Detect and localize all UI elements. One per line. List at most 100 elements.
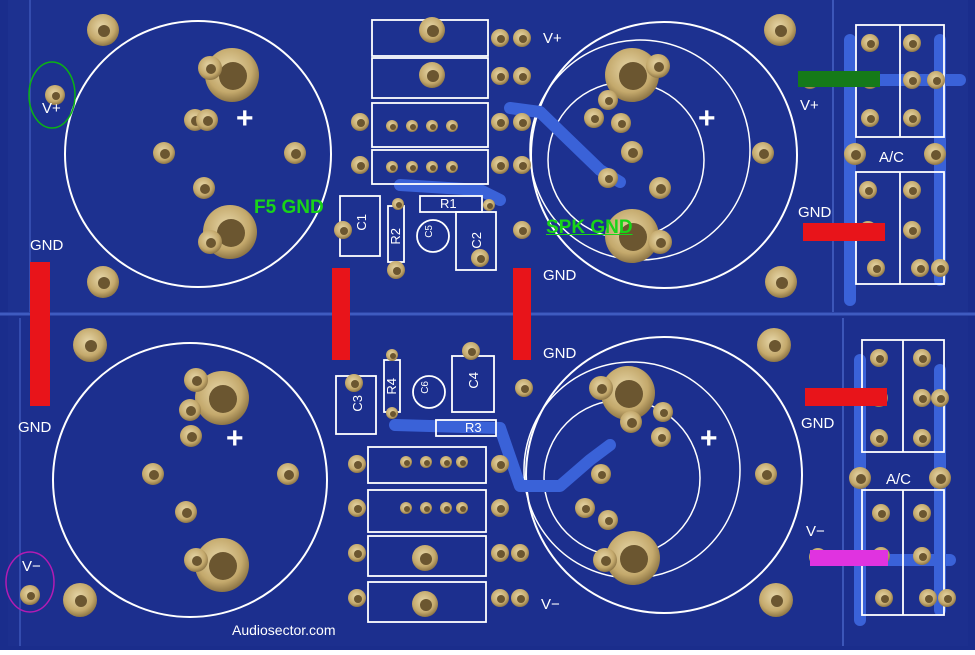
pad-hole [291,149,301,159]
pad-hole [619,223,647,251]
label-vplus-left: V+ [42,100,61,117]
pad-hole [591,115,599,123]
pad-hole [160,149,170,159]
marker-red-right-top [803,223,885,241]
pad-hole [497,35,505,43]
pad-hole [856,474,866,484]
label-gnd-left-bottom: GND [18,419,52,436]
pad-hole [203,116,213,126]
pad-hole [357,162,365,170]
solder-pads [20,14,956,617]
plus-mark-top-right: + [698,102,716,135]
pad-hole [354,595,362,603]
pad-hole [98,25,110,37]
pad-hole [192,376,202,386]
pad-hole [206,64,216,74]
pad-hole [468,348,476,356]
pad-hole [771,595,783,607]
pad-hole [919,435,927,443]
pad-hole [351,380,359,388]
pad-hole [937,265,945,273]
pad-hole [909,40,917,48]
pad-hole [618,120,626,128]
label-r2: R2 [388,228,403,245]
pad-hole [519,119,527,127]
plus-mark-bottom-left: + [226,422,244,455]
label-vplus-top: V+ [543,30,562,47]
pad-hole [497,119,505,127]
pad-hole [424,506,430,512]
pad-hole [497,550,505,558]
pad-hole [427,70,439,82]
pad-hole [444,506,450,512]
pad-hole [450,124,456,130]
pad-hole [450,165,456,171]
pad-hole [410,165,416,171]
pad-hole [209,552,237,580]
label-ac-top: A/C [879,149,905,166]
brand-text: Audiosector.com [232,622,336,638]
pad-hole [444,460,450,466]
pad-hole [186,406,196,416]
pad-hole [873,265,881,273]
cap-outline-bottom-right [525,336,803,614]
pad-hole [206,238,216,248]
pad-hole [357,119,365,127]
pad-hole [867,40,875,48]
pad-hole [497,505,505,513]
pad-hole [769,340,781,352]
pad-hole [390,353,396,359]
pad-hole [52,92,60,100]
rectifier-outlines [855,24,945,616]
pad-hole [605,97,613,105]
pad-hole [519,227,527,235]
pad-hole [582,505,590,513]
pad-hole [876,355,884,363]
pad-hole [354,461,362,469]
markers [30,71,888,566]
label-vplus-right: V+ [800,97,819,114]
annotation-spk-gnd: SPK GND [546,217,633,238]
cap-outline-bottom-left [52,342,328,618]
pad-hole [487,203,493,209]
pad-hole [192,556,202,566]
pad-hole [936,474,946,484]
pad-hole [497,461,505,469]
marker-red-spk-gnd [513,268,531,360]
pad-hole [420,553,432,565]
pad-hole [182,508,192,518]
pad-hole [200,184,210,194]
cap-outline-top-left [64,20,332,288]
vminus-highlight-oval [5,551,55,613]
pad-hole [909,187,917,195]
pad-hole [919,510,927,518]
pad-hole [284,470,294,480]
pad-hole [628,148,638,158]
pad-hole [396,202,402,208]
plus-mark-bottom-right: + [700,422,718,455]
marker-red-left [30,262,50,406]
pad-hole [390,124,396,130]
pad-hole [851,150,861,160]
pad-hole [497,73,505,81]
pad-hole [27,592,35,600]
pad-hole [925,595,933,603]
pad-hole [517,550,525,558]
pad-hole [620,545,648,573]
label-r3: R3 [465,420,482,435]
pad-hole [393,267,401,275]
pad-hole [878,510,886,518]
pad-hole [909,77,917,85]
pad-hole [776,277,788,289]
pad-hole [605,517,613,525]
pad-hole [460,506,466,512]
label-vminus-left: V− [22,558,41,575]
pad-hole [909,115,917,123]
pad-hole [390,411,396,417]
pad-hole [519,73,527,81]
pad-hole [404,506,410,512]
marker-green-vplus [798,71,880,87]
pad-hole [75,595,87,607]
pad-hole [919,355,927,363]
label-ac-bottom: A/C [886,471,912,488]
